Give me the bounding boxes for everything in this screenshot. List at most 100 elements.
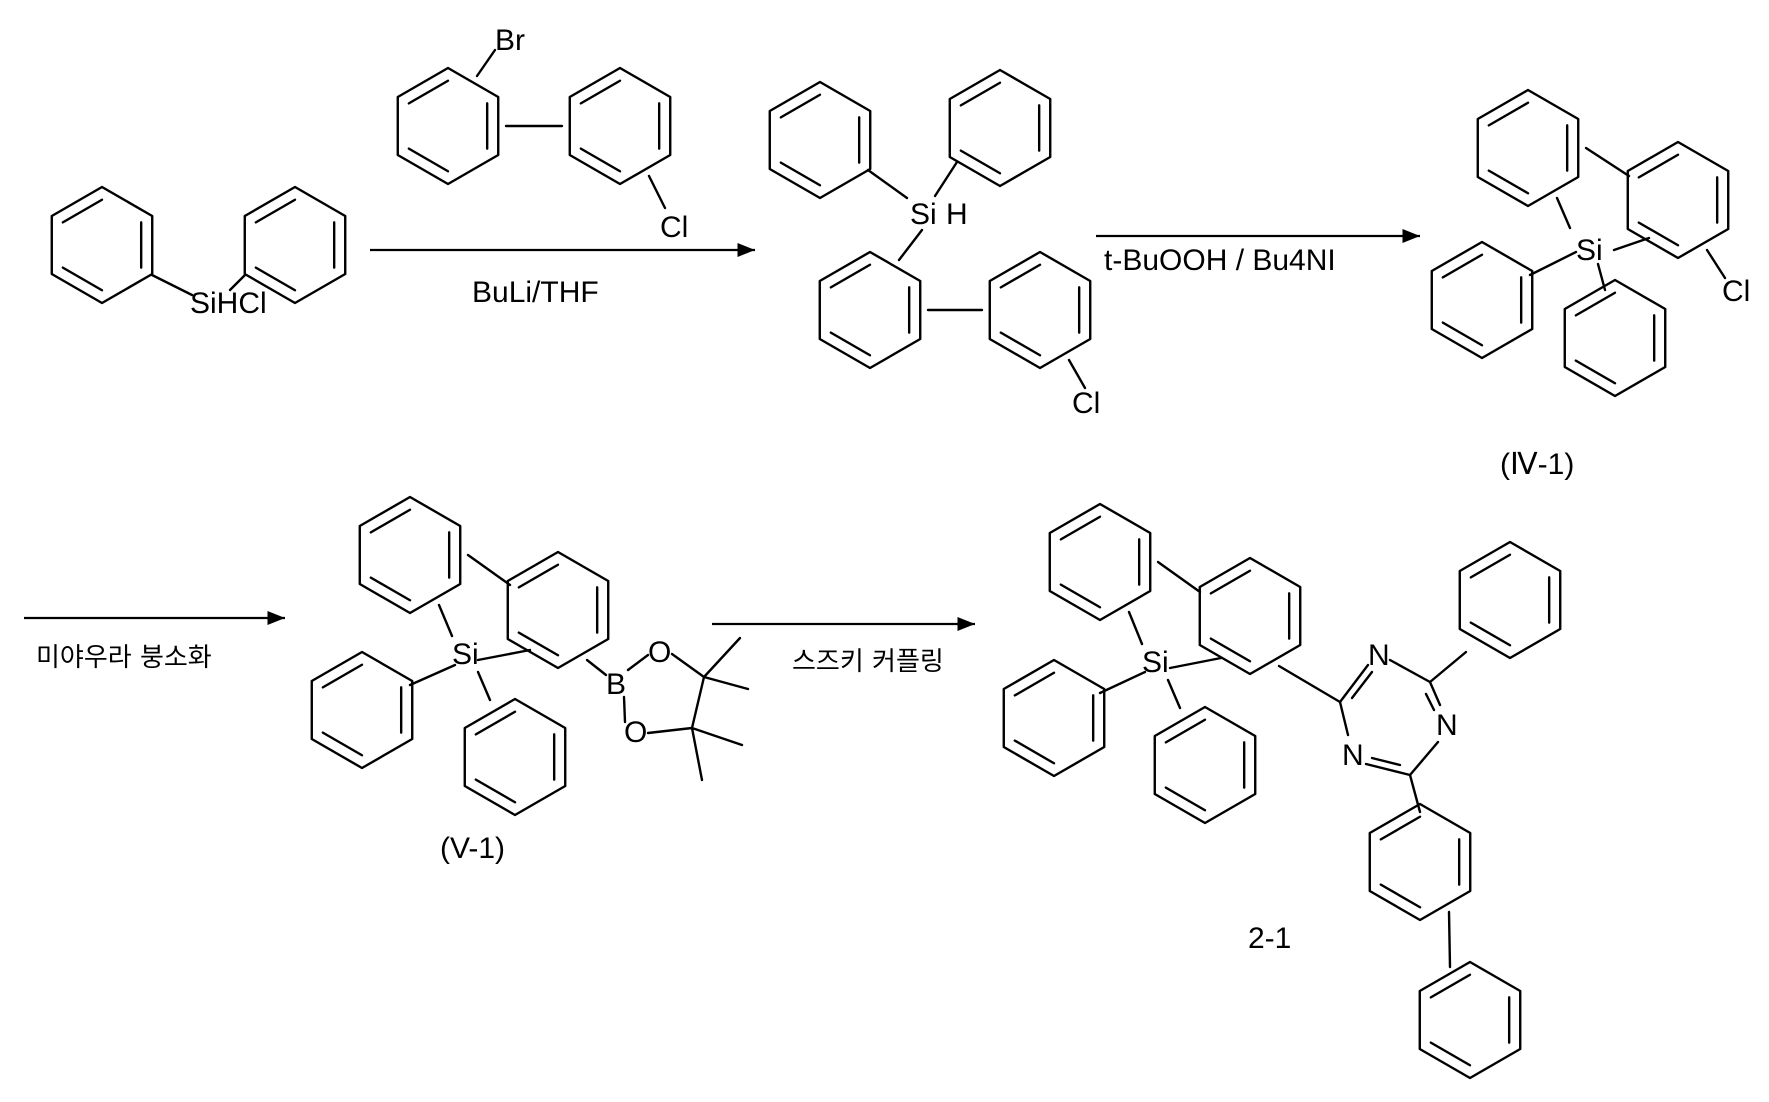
phenyl-ring bbox=[360, 497, 460, 613]
cl-label: Cl bbox=[660, 211, 688, 244]
arrow-step-2: t-BuOOH / Bu4NI bbox=[1096, 236, 1420, 277]
reagent-step-2: t-BuOOH / Bu4NI bbox=[1104, 244, 1336, 277]
bond bbox=[1366, 764, 1410, 775]
ring-outline bbox=[398, 68, 498, 184]
bond bbox=[704, 638, 740, 677]
ring-double-bond bbox=[1431, 1043, 1470, 1066]
phenyl-ring bbox=[1478, 90, 1578, 206]
ring-double-bond bbox=[1166, 720, 1205, 743]
ring-double-bond bbox=[1211, 571, 1250, 594]
bond bbox=[1340, 702, 1348, 735]
bond bbox=[868, 170, 907, 198]
ring-double-bond bbox=[1443, 255, 1482, 278]
bond bbox=[935, 162, 957, 196]
compound-label-iv-1: (Ⅳ-1) bbox=[1500, 448, 1574, 481]
ring-outline bbox=[1432, 242, 1532, 358]
bond bbox=[1100, 672, 1145, 693]
bond bbox=[1158, 562, 1200, 592]
ring-double-bond bbox=[781, 163, 820, 186]
ring-double-bond bbox=[1639, 223, 1678, 246]
phenyl-ring bbox=[1432, 242, 1532, 358]
ring-outline bbox=[950, 70, 1050, 186]
phenyl-ring bbox=[1155, 707, 1255, 823]
phenyl-ring bbox=[570, 68, 670, 184]
arrow-step-3: 미야우라 붕소화 bbox=[24, 618, 285, 673]
bond bbox=[649, 176, 665, 208]
si-label: Si bbox=[910, 198, 937, 231]
bond bbox=[410, 665, 455, 685]
ring-double-bond bbox=[476, 780, 515, 803]
phenyl-ring bbox=[1050, 504, 1150, 620]
h-label: H bbox=[946, 198, 968, 231]
bond bbox=[478, 672, 490, 700]
ring-double-bond bbox=[1061, 585, 1100, 608]
ring-double-bond bbox=[1471, 623, 1510, 646]
bond bbox=[1352, 672, 1372, 698]
o-label: O bbox=[648, 636, 671, 669]
phenyl-ring bbox=[1200, 558, 1300, 674]
cl-label: Cl bbox=[1072, 387, 1100, 420]
arrow-step-4: 스즈키 커플링 bbox=[712, 624, 975, 677]
ring-outline bbox=[1420, 962, 1520, 1078]
ring-double-bond bbox=[63, 200, 102, 223]
bond bbox=[899, 230, 922, 260]
ring-double-bond bbox=[409, 149, 448, 172]
bond bbox=[648, 728, 692, 733]
bond bbox=[628, 655, 648, 670]
b-label: B bbox=[606, 668, 626, 701]
bond bbox=[1410, 742, 1438, 775]
ring-double-bond bbox=[1166, 788, 1205, 811]
phenyl-ring bbox=[52, 187, 152, 303]
compound-v-1: Si B O O (V-1) bbox=[312, 497, 748, 865]
phenyl-ring bbox=[465, 699, 565, 815]
arrow-step-1: BuLi/THF bbox=[370, 250, 755, 309]
ring-outline bbox=[1478, 90, 1578, 206]
bond bbox=[672, 654, 704, 677]
bond bbox=[692, 728, 702, 780]
ring-double-bond bbox=[1471, 555, 1510, 578]
ring-double-bond bbox=[1015, 673, 1054, 696]
n-label: N bbox=[1368, 639, 1390, 672]
n-label: N bbox=[1342, 739, 1364, 772]
ring-double-bond bbox=[1576, 361, 1615, 384]
phenyl-ring bbox=[1565, 280, 1665, 396]
ring-double-bond bbox=[1443, 323, 1482, 346]
reagent-step-3: 미야우라 붕소화 bbox=[36, 643, 212, 673]
ring-double-bond bbox=[581, 149, 620, 172]
n-label: N bbox=[1436, 709, 1458, 742]
ring-double-bond bbox=[1061, 517, 1100, 540]
bond bbox=[1557, 198, 1570, 228]
phenyl-ring bbox=[312, 652, 412, 768]
ring-double-bond bbox=[409, 81, 448, 104]
compound-diphenylchlorosilane: SiHCl bbox=[52, 187, 345, 320]
ring-outline bbox=[1155, 707, 1255, 823]
ring-double-bond bbox=[1489, 103, 1528, 126]
ring-double-bond bbox=[1381, 885, 1420, 908]
ring-outline bbox=[990, 252, 1090, 368]
ring-outline bbox=[1460, 542, 1560, 658]
ring-outline bbox=[1565, 280, 1665, 396]
bond bbox=[704, 677, 748, 689]
bond bbox=[692, 677, 704, 728]
ring-double-bond bbox=[1381, 817, 1420, 840]
bond bbox=[692, 728, 742, 745]
ring-outline bbox=[52, 187, 152, 303]
phenyl-ring bbox=[245, 187, 345, 303]
ring-double-bond bbox=[323, 733, 362, 756]
ring-outline bbox=[465, 699, 565, 815]
ring-outline bbox=[570, 68, 670, 184]
ring-outline bbox=[770, 82, 870, 198]
ring-double-bond bbox=[1431, 975, 1470, 998]
ring-outline bbox=[360, 497, 460, 613]
bond bbox=[152, 275, 192, 295]
ring-double-bond bbox=[476, 712, 515, 735]
bond bbox=[1586, 148, 1629, 176]
bond bbox=[477, 50, 495, 76]
compound-label-2-1: 2-1 bbox=[1248, 922, 1291, 955]
o-label: O bbox=[624, 716, 647, 749]
ring-double-bond bbox=[831, 333, 870, 356]
ring-outline bbox=[1004, 660, 1104, 776]
compound-product-2-1: Si N N N 2-1 bbox=[1004, 504, 1560, 1078]
bond bbox=[1614, 238, 1649, 250]
phenyl-ring bbox=[1370, 804, 1470, 920]
